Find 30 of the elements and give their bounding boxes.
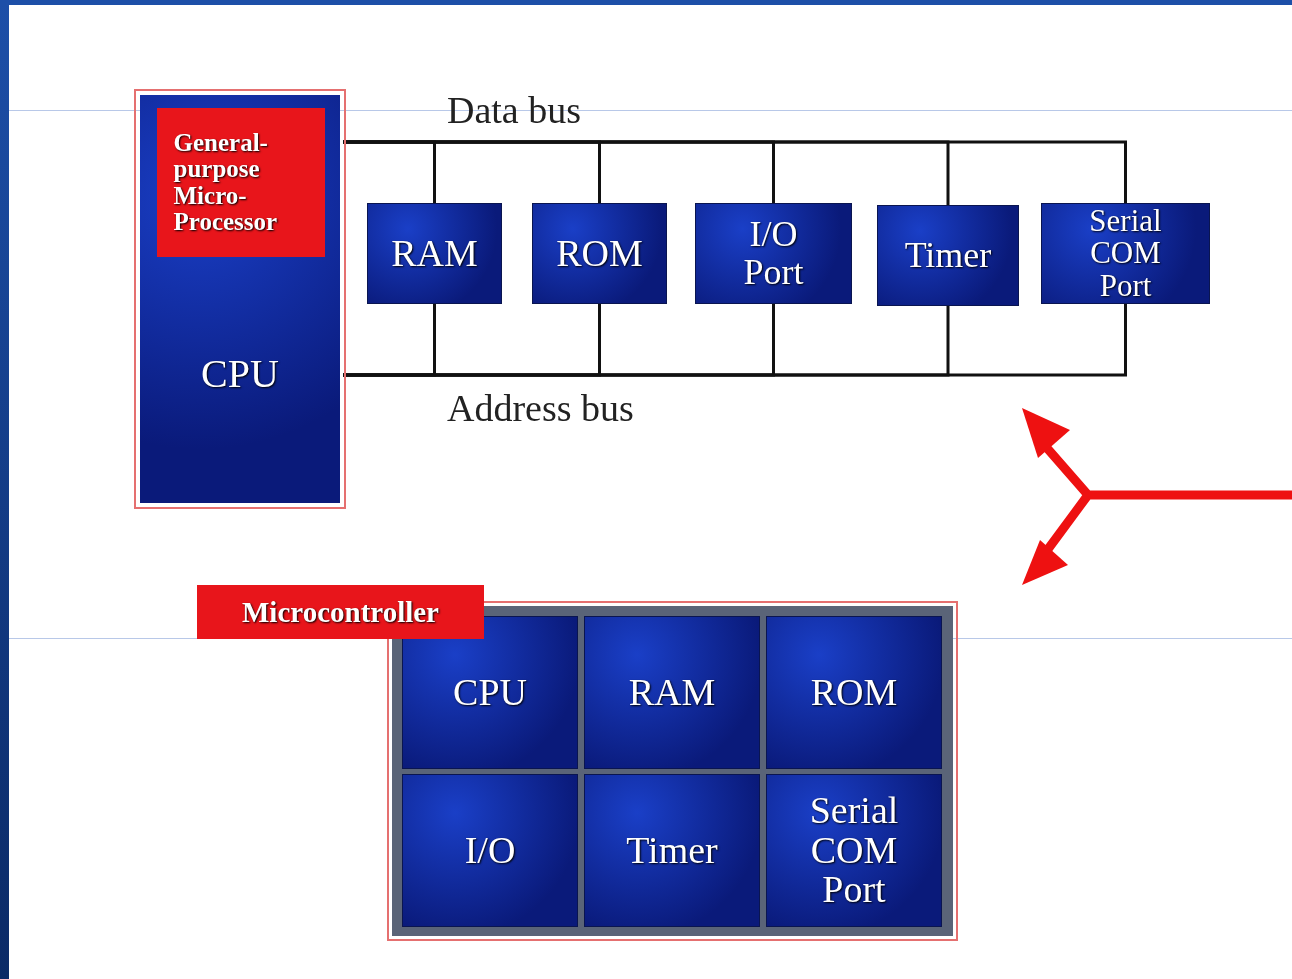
component-block bbox=[766, 774, 942, 927]
block-label: RAM bbox=[391, 233, 478, 274]
component-block bbox=[584, 774, 760, 927]
cpu-block bbox=[140, 95, 340, 503]
component-block bbox=[695, 203, 852, 304]
component-block bbox=[367, 203, 502, 304]
component-block bbox=[584, 616, 760, 769]
processor-box bbox=[157, 108, 325, 257]
component-block bbox=[766, 616, 942, 769]
heading-tab: Microcontroller bbox=[197, 585, 484, 639]
bus-label: Address bus bbox=[447, 386, 634, 430]
bus-line bbox=[343, 140, 1127, 203]
block-label: Serial COM Port bbox=[808, 790, 900, 911]
bus-label: Data bus bbox=[447, 88, 582, 132]
component-block bbox=[402, 774, 578, 927]
block-label: Timer bbox=[626, 830, 718, 871]
bus-line bbox=[343, 304, 1127, 377]
block-label: General-purpose Micro-Processor bbox=[173, 130, 279, 235]
component-block bbox=[1041, 203, 1210, 304]
block-label: CPU bbox=[201, 353, 279, 395]
block-label: I/O bbox=[464, 830, 516, 871]
block-label: ROM bbox=[810, 672, 898, 713]
component-block bbox=[532, 203, 667, 304]
block-label: ROM bbox=[556, 233, 643, 274]
block-label: Serial COM Port bbox=[1088, 204, 1163, 303]
block-label: I/O Port bbox=[742, 215, 805, 292]
block-label: CPU bbox=[453, 672, 527, 713]
component-block bbox=[877, 205, 1019, 306]
block-label: Timer bbox=[904, 236, 992, 275]
block-label: RAM bbox=[628, 672, 716, 713]
